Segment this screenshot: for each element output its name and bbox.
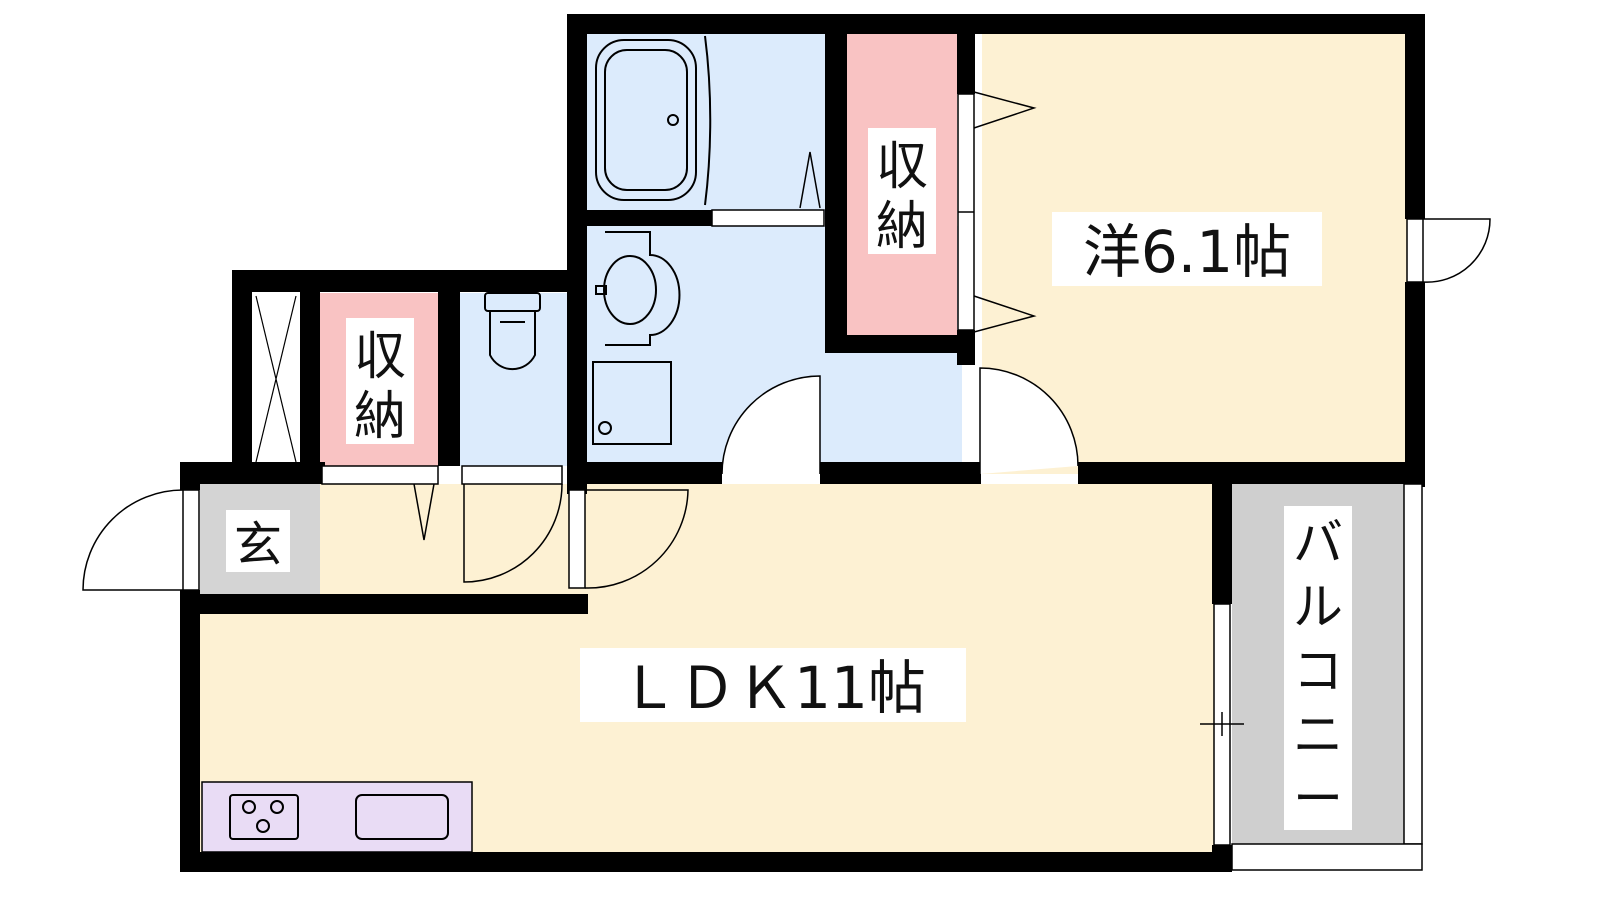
storage-lower-door — [321, 465, 439, 485]
stove-icon — [229, 794, 299, 840]
washing-machine — [592, 361, 672, 445]
kitchen-counter — [201, 781, 473, 853]
toilet-door-swing — [463, 483, 563, 583]
bathtub — [595, 39, 697, 201]
storage-upper-label-1: 収 — [876, 137, 928, 197]
toilet-tank — [484, 292, 541, 312]
hallway-floor — [315, 484, 580, 599]
balcony-label-char-5: ー — [1293, 770, 1343, 828]
storage-lower-label-2: 納 — [354, 387, 406, 447]
front-door-frame — [182, 489, 200, 591]
balcony-label-char-1: バ — [1293, 514, 1343, 572]
openings — [82, 91, 1491, 871]
washroom-door-swing — [721, 375, 821, 475]
balcony-label-char-4: ニ — [1293, 706, 1343, 764]
storage-lower-label-1: 収 — [354, 327, 406, 387]
balcony-label-char-3: コ — [1293, 642, 1343, 700]
walls — [180, 14, 1425, 872]
front-door-swing — [82, 489, 184, 591]
western-window-swing — [1422, 218, 1491, 283]
bathroom-door — [711, 209, 825, 227]
toilet-door-frame — [461, 465, 563, 485]
sink-icon — [355, 794, 449, 840]
balcony-rail — [1403, 483, 1423, 845]
room-labels: 洋6.1帖 ＬＤＫ11帖 収 納 収 納 玄 バ ル コ ニ ー — [226, 128, 1352, 830]
ldk-label: ＬＤＫ11帖 — [620, 654, 926, 722]
wash-basin-icon — [605, 231, 681, 346]
balcony-bottom — [1231, 843, 1423, 871]
western-door-swing — [979, 367, 1079, 474]
hall-door-frame — [568, 489, 586, 589]
balcony-label-char-2: ル — [1293, 578, 1343, 636]
western-room-label: 洋6.1帖 — [1083, 218, 1291, 286]
hall-door-swing — [584, 489, 689, 589]
storage-upper-label-2: 納 — [876, 197, 928, 257]
western-window — [1406, 218, 1424, 283]
toilet-floor — [460, 293, 572, 466]
entrance-label: 玄 — [234, 517, 282, 573]
toilet-icon — [489, 312, 536, 371]
fixtures — [201, 35, 712, 853]
